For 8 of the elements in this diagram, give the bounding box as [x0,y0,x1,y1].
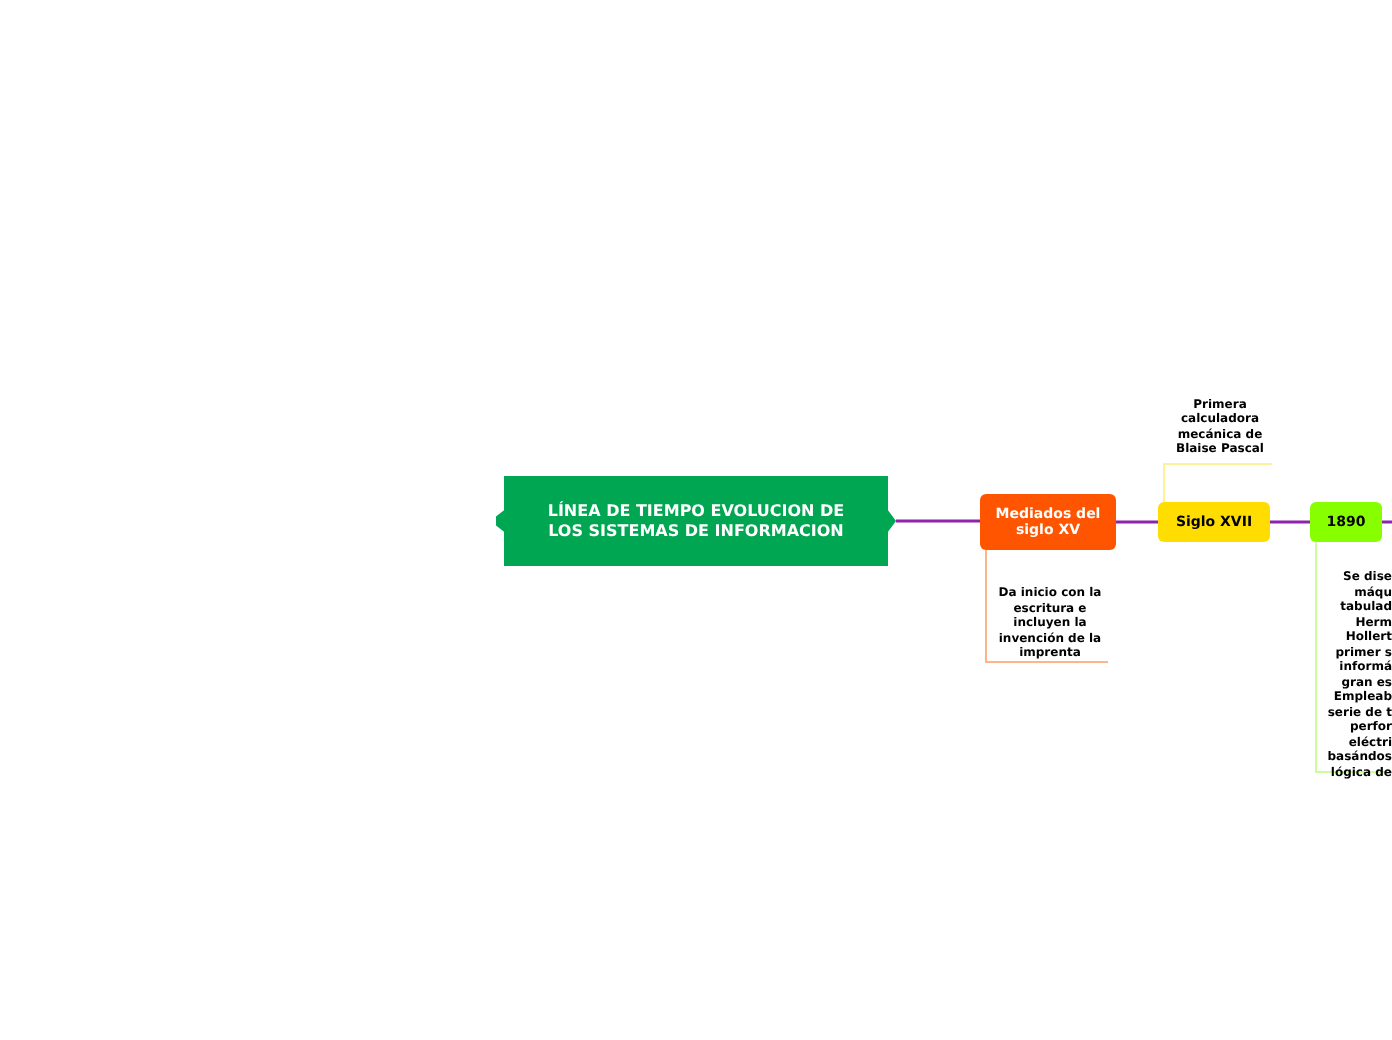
connector-line [896,519,980,523]
connector-line [1382,520,1392,524]
connector-line [1270,520,1310,524]
leader-line [1163,463,1273,503]
leader-line [1315,541,1392,773]
title-box: LÍNEA DE TIEMPO EVOLUCION DE LOS SISTEMAS DE INFORMACION [496,476,896,566]
connector-line [1116,520,1158,524]
leader-line [985,549,1109,663]
